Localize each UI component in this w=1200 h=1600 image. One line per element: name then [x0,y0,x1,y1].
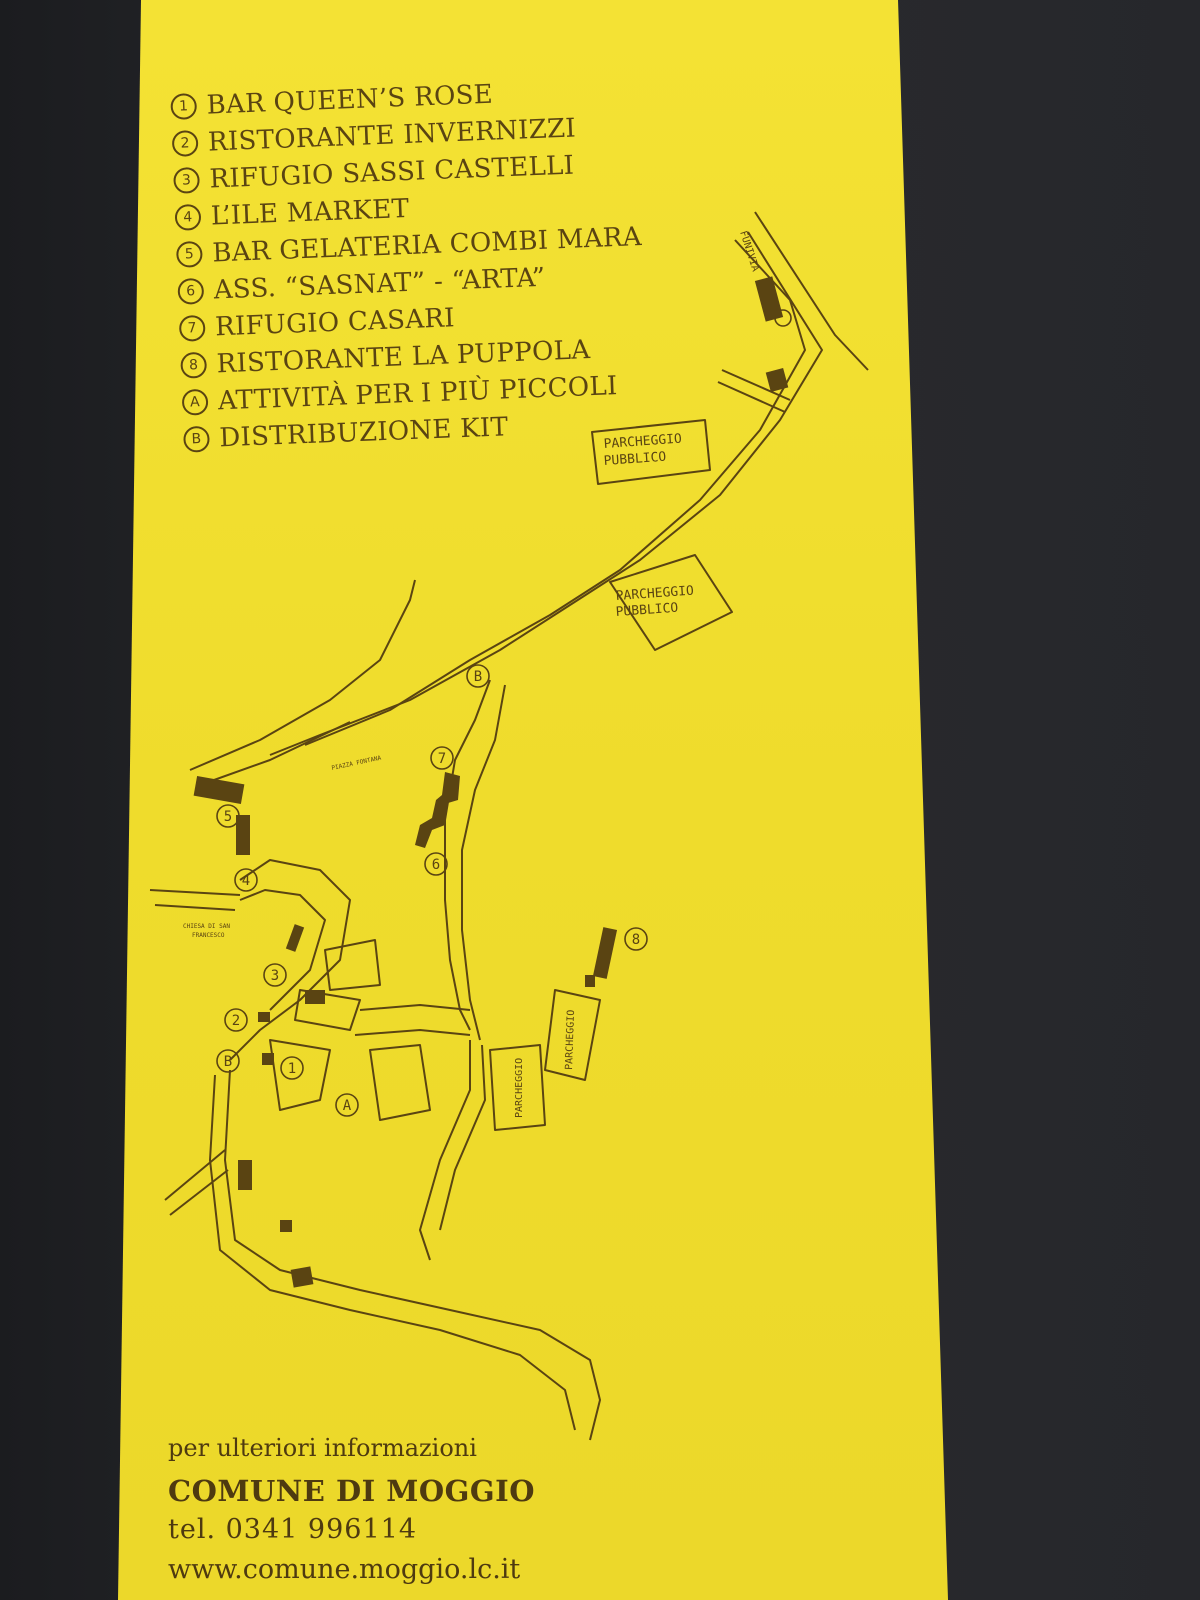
marker-5: 5 [224,809,232,825]
chiesa-label-2: FRANCESCO [192,932,225,939]
marker-circle-8 [624,927,648,951]
marker-circle-b2 [216,1049,240,1073]
building-church [285,924,305,952]
map-markers [216,309,792,1117]
funivia-label: FUNIVIA [737,230,760,273]
building-puppola [592,927,618,979]
marker-circle-a [335,1093,359,1117]
marker-circle-4 [234,868,258,892]
building-funivia [754,276,784,322]
road-chiesa-2 [154,904,236,911]
building-queens-rose [262,1053,274,1065]
building-north [765,368,789,392]
info-text: per ulteriori informazioni [168,1434,477,1462]
marker-4: 4 [242,873,250,889]
parking-low-label-1: PARCHEGGIO [514,1058,525,1118]
parking-low-box-1 [489,1044,546,1131]
village-block-4 [324,939,381,991]
parking-top-label-2: PUBBLICO [603,450,667,469]
marker-circle-2 [224,1008,248,1032]
building-bar-5 [193,775,245,805]
road-southwest-2 [169,1169,229,1216]
map-buildings [193,276,789,1288]
footer-contacts: per ulteriori informazioni COMUNE DI MOG… [168,1434,535,1594]
parking-top-box [591,419,711,485]
municipality-name: COMUNE DI MOGGIO [168,1474,535,1508]
marker-circle-6 [424,852,448,876]
road-south-long-2 [209,1074,576,1431]
building-market [305,990,325,1004]
building-south-3 [290,1266,314,1288]
building-south-2 [280,1220,292,1232]
building-bar-5b [236,815,250,855]
marker-3: 3 [271,968,279,984]
phone-number: tel. 0341 996114 [168,1514,417,1545]
website-link[interactable]: www.comune.moggio.lc.it [168,1554,521,1585]
marker-6: 6 [432,857,440,873]
main-road-edge-b [304,239,806,746]
parking-mid-box [609,554,733,651]
main-road-north [754,211,869,371]
marker-b-north: B [474,669,482,685]
building-casari [415,772,460,848]
marker-funivia-ring [774,309,792,327]
road-chiesa [149,889,241,896]
piazza-label: PIAZZA FONTANA [331,755,382,772]
road-southwest [164,1149,226,1201]
marker-circle-5 [216,804,240,828]
road-south-loop [419,1040,471,1261]
parking-low-label-2: PARCHEGGIO [564,1010,577,1071]
village-block-1 [269,1039,331,1111]
side-road-funivia-2 [717,381,786,413]
yellow-leaflet [118,0,948,1600]
road-south-long [224,1069,601,1441]
building-invernizzi [258,1012,270,1022]
chiesa-label-1: CHIESA DI SAN [183,923,230,930]
marker-a: A [343,1098,352,1114]
marker-circle-1 [280,1056,304,1080]
map-roads [149,211,869,1441]
main-road-edge-a [269,231,823,756]
road-village-west-2 [239,889,326,1011]
parking-low-box-2 [544,989,601,1081]
village-block-2 [369,1044,431,1121]
marker-circle-b1 [466,664,490,688]
road-village-west [229,859,351,1061]
road-west [189,579,416,771]
parking-top-label-1: PARCHEGGIO [603,432,682,452]
road-south-loop-2 [439,1044,486,1231]
village-block-3 [294,989,361,1031]
building-puppola-b [585,975,595,987]
marker-circle-3 [263,963,287,987]
marker-2: 2 [232,1013,240,1029]
road-cross-2 [354,1029,471,1036]
marker-8: 8 [632,932,640,948]
road-central [444,679,491,1031]
marker-labels: 1 2 3 4 5 6 7 8 A B B [224,669,640,1114]
side-road-funivia [721,369,791,401]
marker-1: 1 [288,1061,296,1077]
marker-circle-7 [430,746,454,770]
building-south-1 [238,1160,252,1190]
marker-b-south: B [224,1054,232,1070]
marker-7: 7 [438,751,446,767]
road-cross [359,1004,471,1011]
parking-mid-label-1: PARCHEGGIO [615,584,694,604]
road-central-2 [461,684,506,1041]
parking-mid-label-2: PUBBLICO [615,601,679,620]
road-west-2 [199,721,351,786]
